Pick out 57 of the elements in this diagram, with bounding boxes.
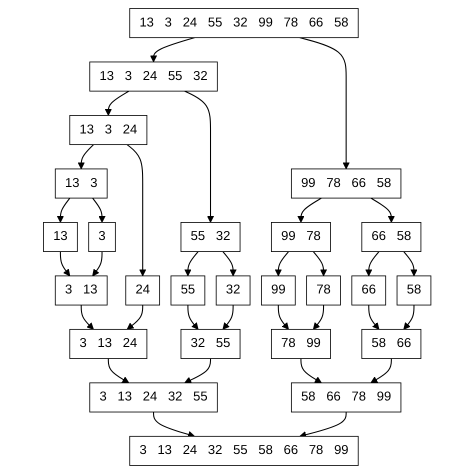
arrow — [152, 412, 195, 438]
arrow — [278, 305, 289, 330]
node-box: 3 — [88, 222, 116, 252]
node-box: 99 78 — [270, 222, 331, 252]
arrow — [403, 251, 418, 276]
arrow — [126, 144, 146, 276]
arrow — [370, 198, 395, 223]
node-box: 3 13 — [54, 275, 108, 306]
arrow — [299, 37, 350, 170]
arrow — [60, 252, 70, 276]
arrow — [312, 251, 327, 276]
node-box: 32 55 — [180, 328, 240, 359]
arrow — [184, 90, 214, 223]
node-box: 3 13 24 32 55 58 66 78 99 — [129, 436, 358, 466]
arrow — [92, 252, 102, 276]
node-box: 99 78 66 58 — [290, 168, 402, 198]
arrow — [104, 90, 129, 116]
arrow — [150, 37, 195, 62]
arrow — [365, 251, 380, 276]
arrow — [297, 198, 322, 223]
arrow — [184, 251, 198, 276]
node-box: 3 13 24 32 55 — [89, 382, 218, 412]
arrow — [370, 358, 392, 384]
node-box: 99 — [260, 275, 296, 306]
arrow — [312, 305, 324, 330]
arrow — [187, 305, 198, 330]
node-box: 3 13 24 — [69, 328, 148, 359]
node-box: 13 — [42, 222, 78, 252]
node-box: 24 — [125, 275, 160, 306]
node-box: 78 — [306, 275, 341, 306]
arrow — [126, 305, 144, 330]
node-box: 58 66 — [361, 328, 422, 359]
arrow — [368, 305, 380, 330]
node-box: 66 — [351, 275, 386, 306]
node-box: 55 32 — [180, 222, 240, 252]
arrow — [222, 305, 234, 330]
arrow — [77, 144, 94, 170]
node-box: 78 99 — [270, 328, 331, 359]
node-box: 13 3 24 55 32 99 78 66 58 — [129, 8, 358, 38]
node-box: 66 58 — [361, 222, 422, 252]
arrow — [108, 358, 129, 384]
arrow — [274, 251, 289, 276]
node-box: 13 3 24 — [69, 115, 148, 146]
arrow — [403, 305, 414, 330]
node-box: 13 3 24 55 32 — [89, 62, 218, 92]
node-box: 58 66 78 99 — [290, 382, 402, 412]
node-box: 58 — [396, 275, 432, 306]
node-box: 55 — [170, 275, 206, 306]
arrow — [92, 198, 106, 223]
arrow — [184, 358, 211, 384]
arrow — [300, 358, 322, 384]
arrow — [222, 251, 236, 276]
node-box: 13 3 — [54, 168, 108, 198]
node-box: 32 — [216, 275, 250, 306]
arrow — [299, 412, 346, 438]
arrow — [80, 305, 94, 330]
arrow — [56, 198, 70, 223]
